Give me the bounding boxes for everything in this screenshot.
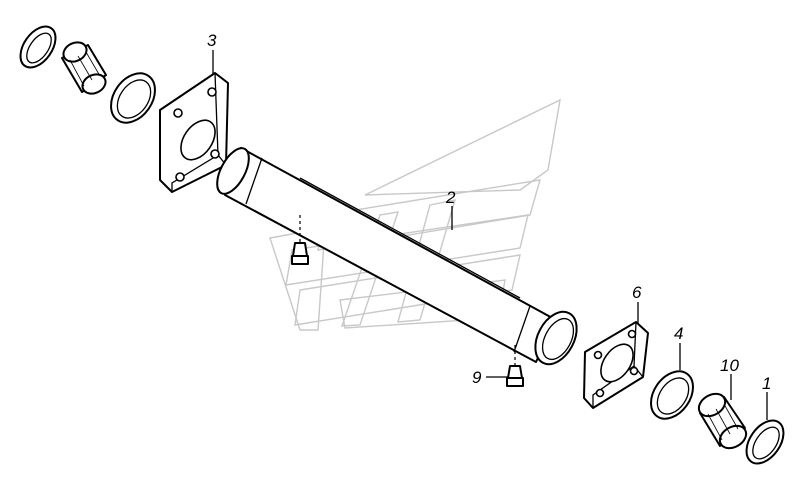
callout-1: 1 [762,374,771,393]
callout-10: 10 [720,356,739,375]
callout-4: 4 [674,324,683,343]
callout-9: 9 [472,368,482,387]
grease-nipple-left [291,215,309,265]
callout-2: 2 [445,188,456,207]
tube-axle-2 [216,147,578,366]
leader-lines [212,50,768,420]
bushing-top-left [61,41,107,95]
seal-ring-1 [745,419,785,465]
bushing-10 [697,392,748,450]
retaining-ring-top-left [110,72,156,124]
callout-6: 6 [632,283,642,302]
callout-3: 3 [207,31,217,50]
flange-plate-6 [583,321,649,409]
grease-nipple-9 [506,345,524,387]
retaining-ring-4 [650,370,694,420]
seal-ring-top-left [19,25,57,69]
